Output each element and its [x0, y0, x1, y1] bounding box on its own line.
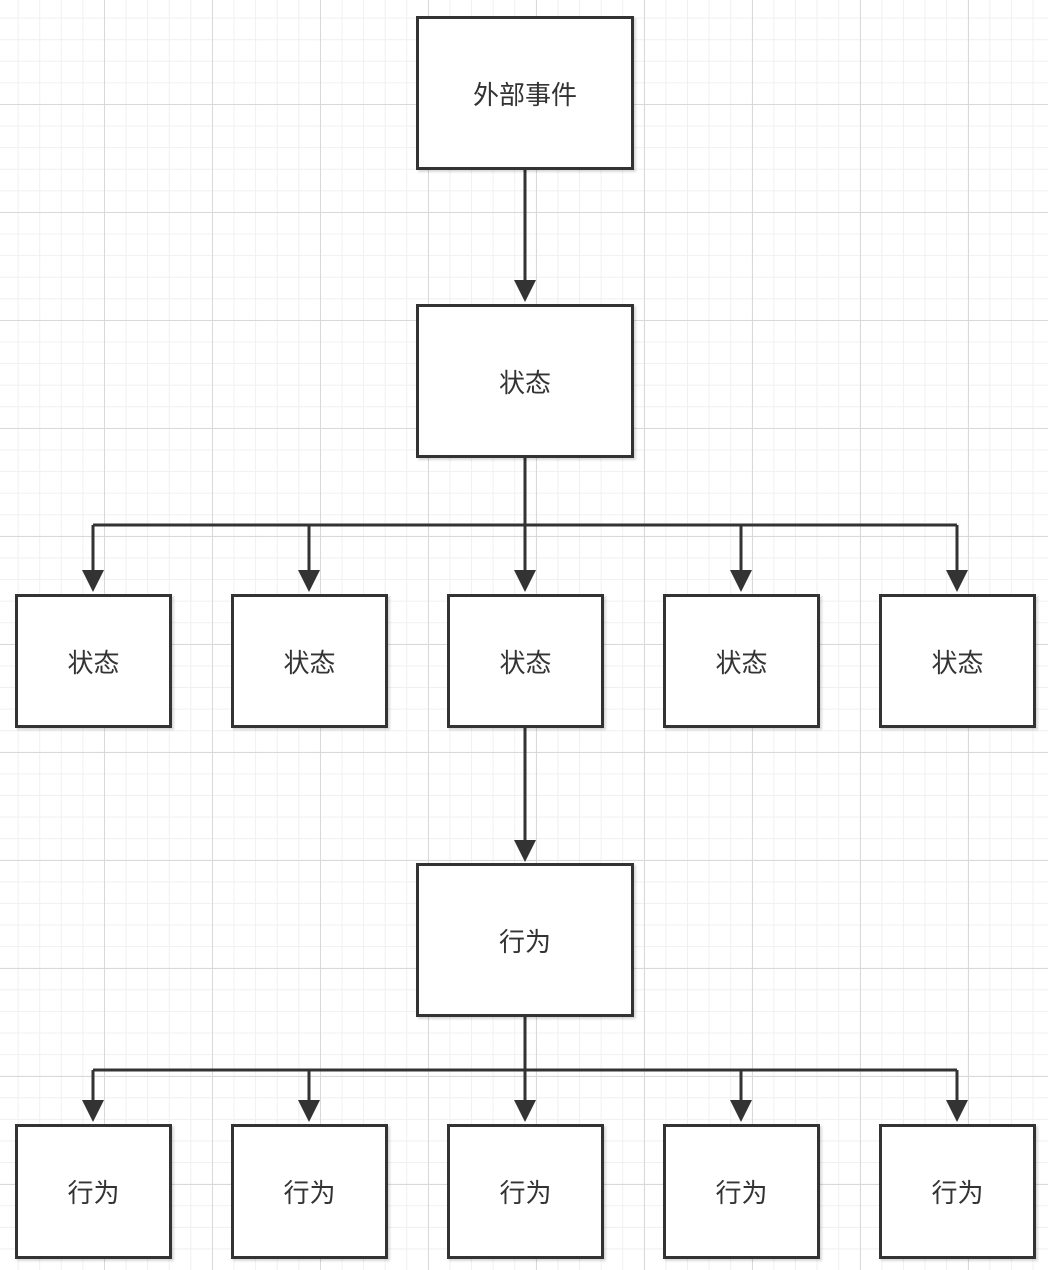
node-label: 状态 [715, 648, 768, 679]
node-label: 行为 [67, 1179, 120, 1209]
arrowhead-behavior-4 [730, 1100, 752, 1122]
node-label: 行为 [715, 1179, 768, 1209]
arrowhead-behavior-2 [298, 1100, 320, 1122]
arrowhead-behavior-5 [946, 1100, 968, 1122]
arrowhead-state-5 [946, 570, 968, 592]
node-label: 行为 [931, 1179, 984, 1209]
node-behavior-main[interactable]: 行为 [416, 863, 634, 1017]
node-label: 外部事件 [472, 80, 577, 111]
node-label: 行为 [499, 1179, 552, 1209]
node-behavior-4[interactable]: 行为 [663, 1124, 820, 1259]
node-behavior-2[interactable]: 行为 [231, 1124, 388, 1259]
node-state-2[interactable]: 状态 [231, 594, 388, 728]
node-label: 状态 [283, 648, 336, 679]
node-label: 状态 [499, 648, 552, 679]
arrowhead-behavior-1 [82, 1100, 104, 1122]
arrowhead-state-main [514, 280, 536, 302]
node-label: 状态 [931, 648, 984, 679]
node-label: 状态 [498, 368, 551, 399]
node-label: 行为 [283, 1179, 336, 1209]
node-external-event[interactable]: 外部事件 [416, 16, 634, 170]
node-behavior-5[interactable]: 行为 [879, 1124, 1036, 1259]
node-label: 状态 [67, 648, 120, 679]
node-state-5[interactable]: 状态 [879, 594, 1036, 728]
arrowhead-behavior-3 [514, 1100, 536, 1122]
node-state-main[interactable]: 状态 [416, 304, 634, 458]
arrowhead-state-3 [514, 570, 536, 592]
node-label: 行为 [498, 927, 551, 958]
node-behavior-1[interactable]: 行为 [15, 1124, 172, 1259]
arrowhead-state-2 [298, 570, 320, 592]
arrowhead-behavior-main [514, 840, 536, 862]
arrowhead-state-1 [82, 570, 104, 592]
node-state-1[interactable]: 状态 [15, 594, 172, 728]
node-state-4[interactable]: 状态 [663, 594, 820, 728]
node-state-3[interactable]: 状态 [447, 594, 604, 728]
node-behavior-3[interactable]: 行为 [447, 1124, 604, 1259]
arrowhead-state-4 [730, 570, 752, 592]
